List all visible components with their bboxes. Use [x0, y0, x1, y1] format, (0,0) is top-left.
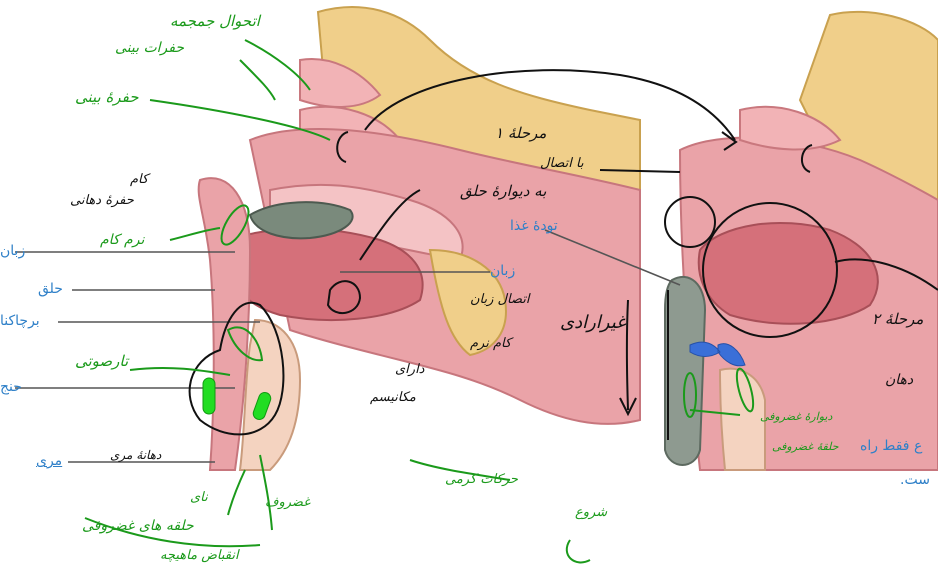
label-food-bolus: تودهٔ غذا [510, 218, 558, 234]
note-soft-palate: نرم کام [100, 232, 144, 248]
note-hard-palate: کام [130, 172, 148, 187]
note-esophagus-opening: دهانهٔ مری [110, 448, 161, 462]
note-attach-tongue: اتصال زبان [470, 292, 529, 307]
note-nasal-cavities: حفرات بینی [115, 40, 184, 56]
note-bolus-2: مکانیسم [370, 390, 416, 405]
label-esophagus: مری [36, 453, 62, 469]
note-step1: مرحلهٔ ۱ [495, 124, 546, 142]
green-hook-bottom [567, 540, 590, 562]
green-mark-left [203, 378, 215, 414]
left-pharynx-wall [199, 178, 250, 470]
note-involuntary: غیرارادی [560, 312, 626, 333]
note-step2: مرحلهٔ ۲ [872, 310, 923, 328]
note-trachea: نای [190, 490, 208, 505]
caption-line-1: ع فقط راه [860, 438, 922, 454]
note-cartilage: غضروف [265, 495, 310, 510]
note-bolus-1: دارای [395, 362, 424, 377]
note-conchae: اتحوال جمجمه [170, 12, 260, 30]
label-larynx: حنج [0, 379, 22, 395]
note-bottom: انقباض ماهیچه [160, 548, 239, 563]
label-tongue-left: زبان [0, 243, 25, 259]
down-arrow-mid [627, 300, 628, 410]
note-trachea-rings: حلقه های غضروفی [82, 518, 194, 534]
label-pharynx: حلق [38, 281, 63, 297]
right-trachea [720, 369, 765, 470]
note-cartilage-wall: دیوارهٔ غضروفی [760, 410, 832, 423]
note-mouth-cavity: حفرهٔ دهانی [70, 193, 134, 208]
note-soft-palate-2: کام نرم [470, 336, 511, 351]
note-tracheal-ring: حلقهٔ غضروفی [772, 440, 839, 453]
label-flap: برچاکنا [0, 313, 40, 329]
note-step1-attach: با اتصال [540, 156, 584, 171]
label-tongue-mid: زبان [490, 263, 515, 279]
note-vocal-cords: تارصوتی [75, 352, 128, 370]
note-mid-1: حرکات کرمی [445, 472, 518, 487]
right-esophagus-bolus [665, 277, 705, 465]
green-arrow-nasal [240, 60, 275, 100]
note-step1-wall: به دیوارهٔ حلق [460, 182, 546, 200]
note-mid-2: شروع [575, 505, 607, 520]
green-arrow-trachea [228, 470, 245, 515]
note-nasal-cavity: حفرهٔ بینی [75, 88, 139, 106]
note-mouth: دهان [885, 372, 913, 388]
caption-line-2: ست. [900, 472, 930, 488]
